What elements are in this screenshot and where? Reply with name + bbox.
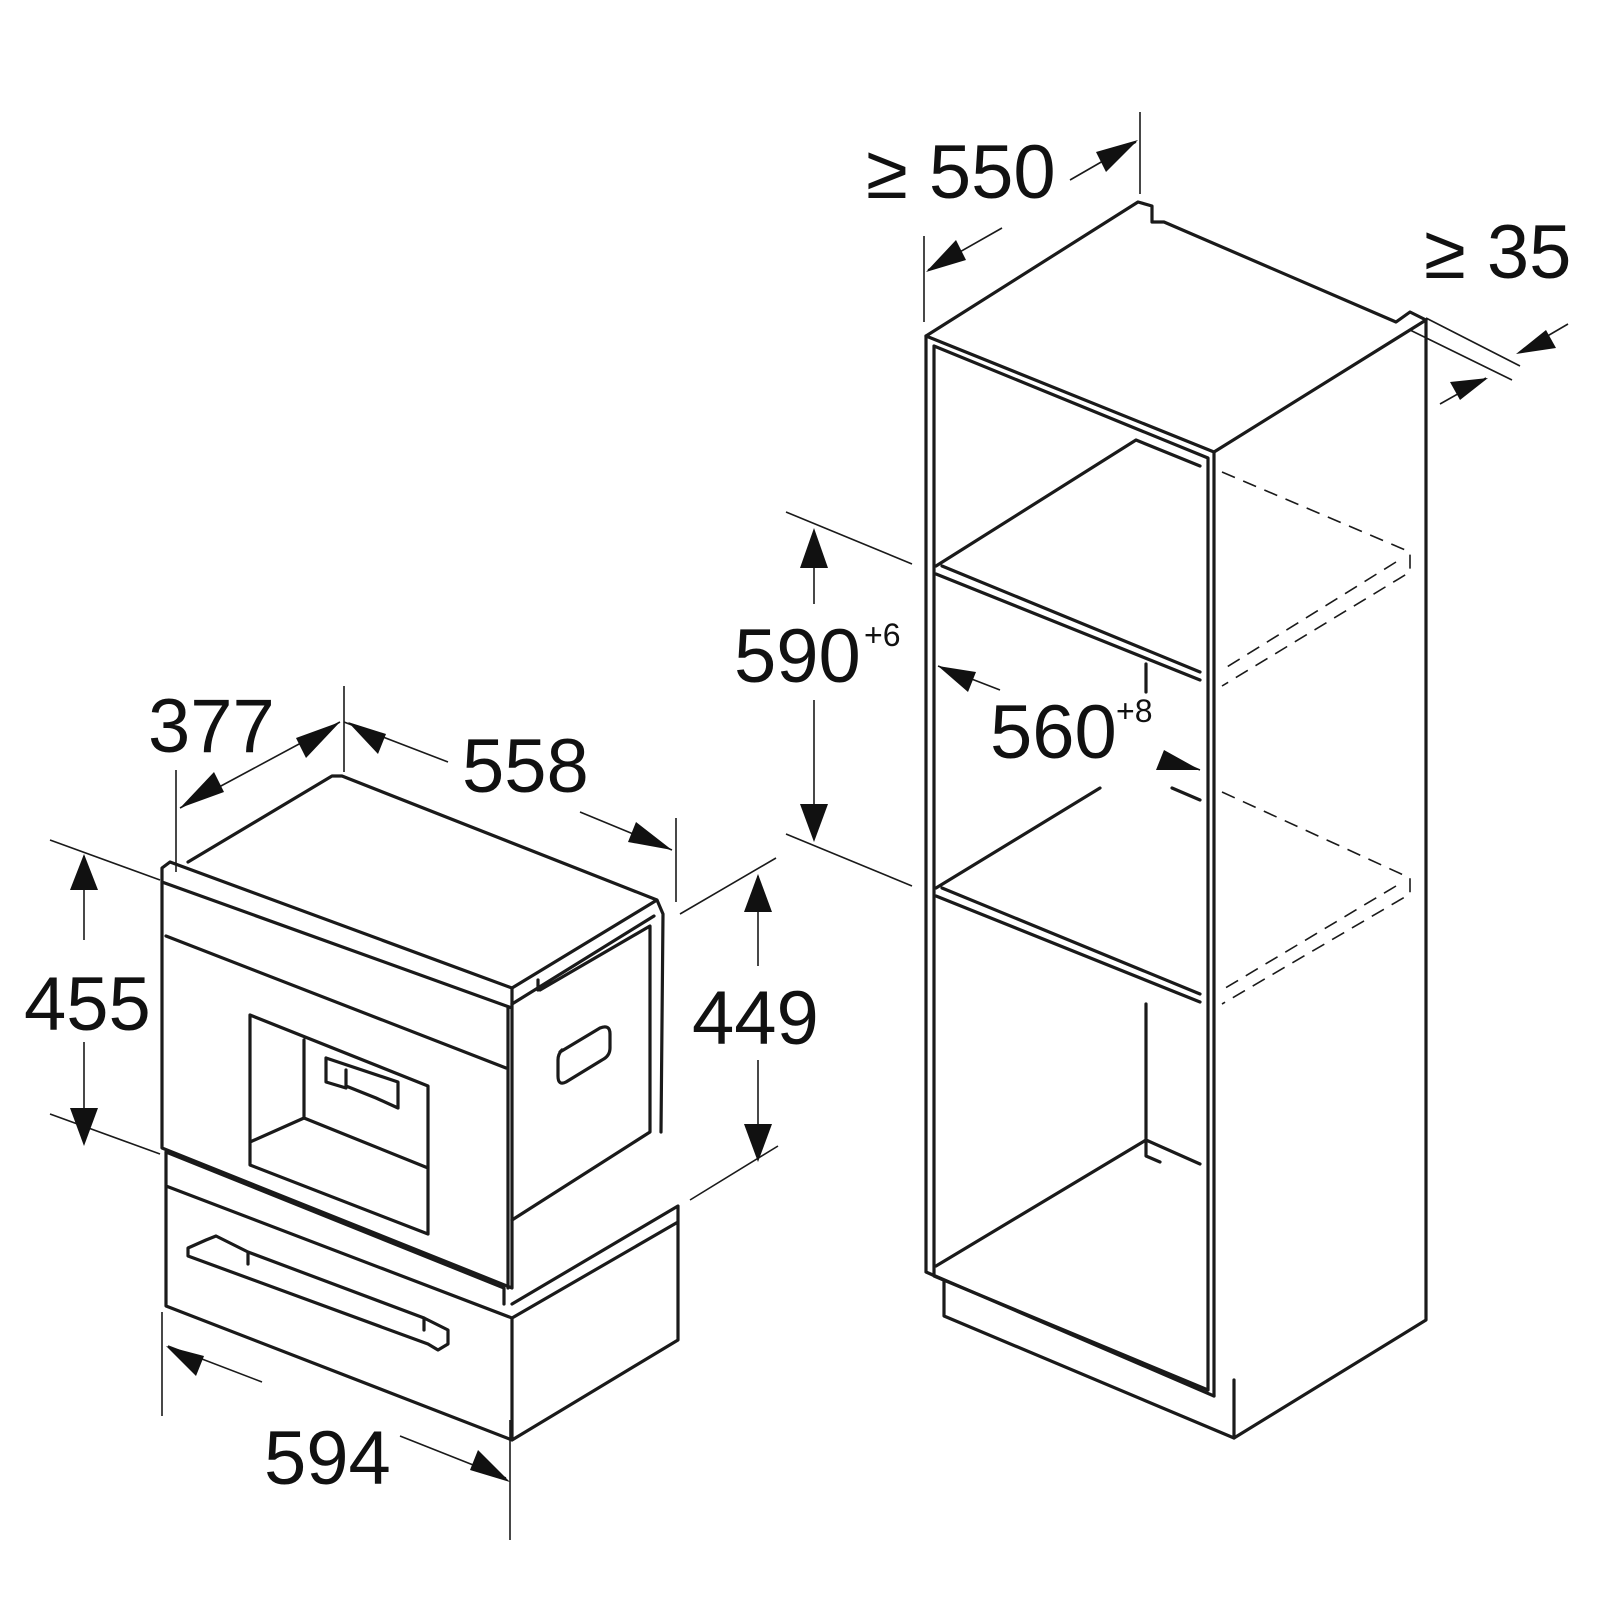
drawer-front bbox=[164, 1150, 680, 1442]
appliance-top-face bbox=[186, 774, 665, 1134]
side-grip-recess bbox=[556, 1025, 612, 1085]
label-590: 590 bbox=[734, 614, 861, 699]
coffee-outlet-niche bbox=[248, 1013, 430, 1236]
base-shelf bbox=[934, 662, 1202, 1268]
label-550: ≥ 550 bbox=[866, 130, 1056, 215]
cabinet bbox=[924, 200, 1428, 1440]
label-455: 455 bbox=[24, 962, 151, 1047]
label-377: 377 bbox=[148, 684, 275, 769]
label-560-tolerance: +8 bbox=[1116, 693, 1152, 729]
label-558: 558 bbox=[462, 724, 589, 809]
drawer-handle bbox=[186, 1234, 450, 1352]
appliance-front-trim bbox=[164, 934, 510, 1290]
upper-shelf bbox=[934, 438, 1202, 682]
appliance-dimensions bbox=[49, 686, 779, 1540]
label-35: ≥ 35 bbox=[1424, 210, 1571, 295]
appliance bbox=[160, 774, 680, 1442]
rear-dashed-outline bbox=[1221, 471, 1411, 1005]
cabinet-top bbox=[924, 200, 1428, 454]
label-449: 449 bbox=[692, 976, 819, 1061]
cabinet-side bbox=[1212, 318, 1428, 1440]
label-594: 594 bbox=[264, 1416, 391, 1501]
middle-shelf bbox=[934, 786, 1202, 1004]
cabinet-front-opening bbox=[932, 344, 1210, 1392]
cabinet-dimensions bbox=[785, 112, 1569, 887]
label-560: 560 bbox=[990, 690, 1117, 775]
cabinet-front-frame bbox=[924, 334, 1236, 1440]
dimension-labels: 377 558 455 449 594 ≥ 550 ≥ 35 590 +6 56… bbox=[24, 130, 1571, 1501]
appliance-front-panel bbox=[160, 860, 514, 1290]
label-590-tolerance: +6 bbox=[864, 617, 900, 653]
appliance-side-face bbox=[510, 914, 656, 1222]
